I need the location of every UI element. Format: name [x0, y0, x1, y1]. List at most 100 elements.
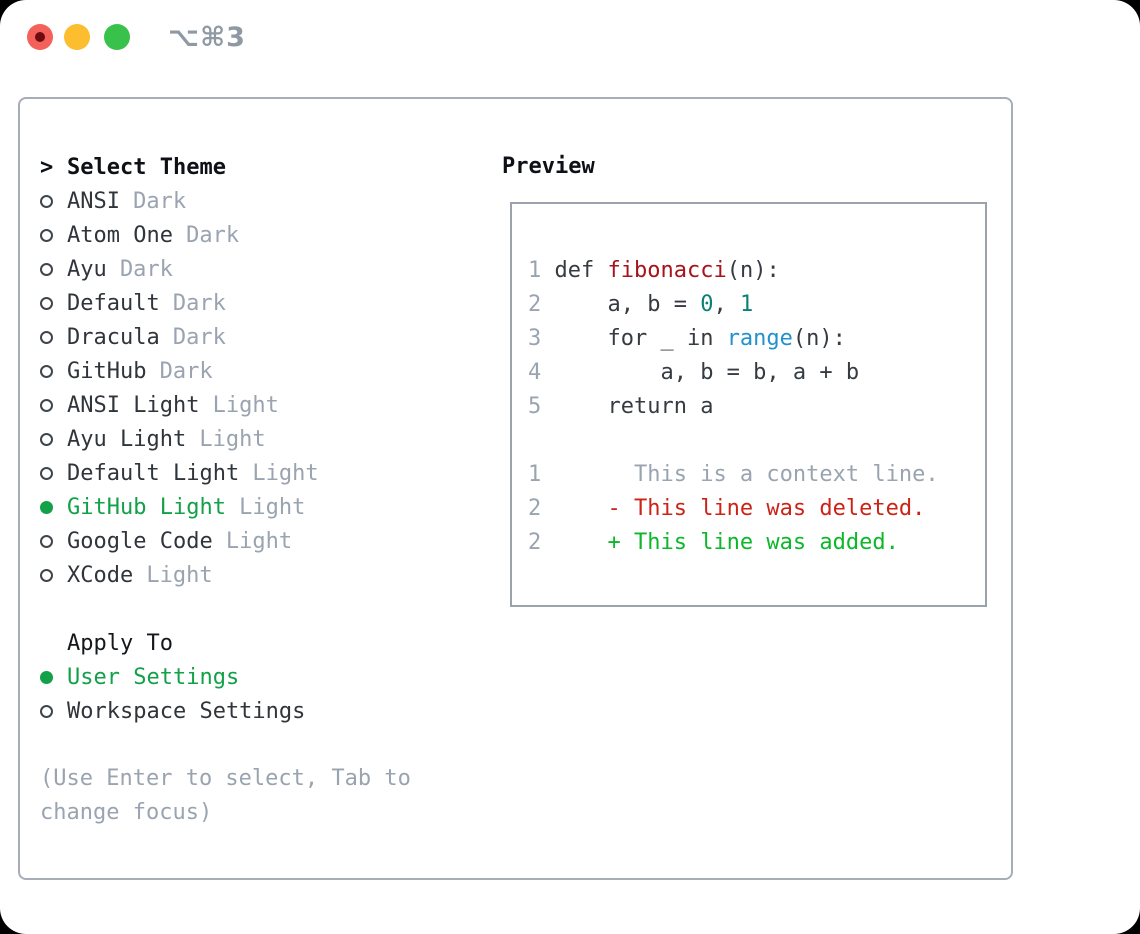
theme-variant: Light	[225, 528, 293, 554]
radio-marker	[40, 194, 67, 208]
apply-option[interactable]: User Settings	[40, 660, 500, 694]
radio-marker	[40, 568, 67, 582]
radio-circle-icon	[40, 262, 53, 276]
code-line: 1 This is a context line.	[528, 462, 939, 487]
preview-column: Preview 1 def fibonacci(n): 2 a, b = 0, 1…	[502, 150, 987, 607]
line-number: 2	[528, 496, 542, 521]
code-line: 2 - This line was deleted.	[528, 496, 926, 521]
theme-variant: Light	[212, 392, 279, 418]
theme-option[interactable]: Dracula Dark	[40, 320, 500, 354]
line-number: 3	[528, 326, 542, 351]
theme-option[interactable]: GitHub Dark	[40, 354, 500, 388]
theme-name: ANSI	[67, 188, 120, 214]
radio-circle-icon	[40, 398, 53, 412]
code-line: 2 + This line was added.	[528, 530, 899, 555]
code-line: 4 a, b = b, a + b	[528, 360, 860, 385]
radio-circle-icon	[40, 500, 53, 514]
zoom-button[interactable]	[104, 24, 130, 50]
radio-circle-icon	[40, 194, 53, 208]
radio-circle-icon	[40, 364, 53, 378]
radio-marker	[40, 262, 67, 276]
apply-option[interactable]: Workspace Settings	[40, 694, 500, 728]
line-number: 2	[528, 530, 542, 555]
theme-option[interactable]: XCode Light	[40, 558, 500, 592]
apply-option-label: User Settings	[67, 664, 240, 690]
preview-box: 1 def fibonacci(n): 2 a, b = 0, 1 3 for _ …	[510, 202, 987, 607]
theme-name: Ayu Light	[67, 426, 187, 452]
theme-variant: Dark	[159, 358, 213, 384]
preview-title: Preview	[502, 154, 595, 179]
code-line: 2 a, b = 0, 1	[528, 292, 754, 317]
radio-circle-icon	[40, 568, 53, 582]
theme-name: XCode	[67, 562, 134, 588]
theme-option[interactable]: Default Light Light	[40, 456, 500, 490]
select-theme-label: Select Theme	[67, 154, 226, 180]
theme-option[interactable]: Ayu Light Light	[40, 422, 500, 456]
apply-to-label: Apply To	[67, 630, 173, 656]
theme-name: GitHub Light	[67, 494, 226, 520]
radio-marker	[40, 330, 67, 344]
radio-marker	[40, 364, 67, 378]
theme-variant: Dark	[133, 188, 187, 214]
theme-option[interactable]: Atom One Dark	[40, 218, 500, 252]
radio-circle-icon	[40, 670, 53, 684]
apply-to-list: User Settings Workspace Settings	[40, 660, 500, 728]
theme-variant: Dark	[186, 222, 240, 248]
theme-variant: Dark	[119, 256, 173, 282]
radio-marker	[40, 228, 67, 242]
theme-variant: Dark	[172, 290, 226, 316]
radio-circle-icon	[40, 296, 53, 310]
line-number: 1	[528, 462, 542, 487]
radio-marker	[40, 398, 67, 412]
theme-name: Dracula	[67, 324, 160, 350]
line-number: 1	[528, 258, 542, 283]
theme-name: GitHub	[67, 358, 147, 384]
code-line: 5 return a	[528, 394, 714, 419]
radio-circle-icon	[40, 534, 53, 548]
theme-variant: Light	[252, 460, 319, 486]
titlebar: ⌥⌘3	[0, 0, 1140, 72]
theme-name: Default Light	[67, 460, 240, 486]
theme-name: ANSI Light	[67, 392, 200, 418]
code-line: 1 def fibonacci(n):	[528, 258, 780, 283]
theme-variant: Dark	[172, 324, 226, 350]
code-line: 3 for _ in range(n):	[528, 326, 846, 351]
radio-circle-icon	[40, 330, 53, 344]
line-number: 4	[528, 360, 542, 385]
theme-name: Atom One	[67, 222, 173, 248]
theme-name: Ayu	[67, 256, 107, 282]
theme-option[interactable]: ANSI Light Light	[40, 388, 500, 422]
line-number: 2	[528, 292, 542, 317]
close-button[interactable]	[27, 24, 53, 50]
select-theme-header: > Select Theme	[40, 150, 500, 184]
apply-option-label: Workspace Settings	[67, 698, 306, 724]
radio-circle-icon	[40, 466, 53, 480]
window-title: ⌥⌘3	[168, 22, 246, 53]
radio-marker	[40, 432, 67, 446]
minimize-button[interactable]	[64, 24, 90, 50]
theme-option[interactable]: Ayu Dark	[40, 252, 500, 286]
code-preview: 1 def fibonacci(n): 2 a, b = 0, 1 3 for _ …	[528, 254, 985, 560]
radio-marker	[40, 500, 67, 514]
line-number: 5	[528, 394, 542, 419]
theme-variant: Light	[146, 562, 213, 588]
theme-variant: Light	[239, 494, 306, 520]
code-line	[528, 424, 985, 458]
theme-variant: Light	[199, 426, 266, 452]
theme-option[interactable]: GitHub Light Light	[40, 490, 500, 524]
radio-circle-icon	[40, 228, 53, 242]
radio-marker	[40, 466, 67, 480]
radio-marker	[40, 704, 67, 718]
prompt-caret: >	[40, 154, 54, 180]
radio-marker	[40, 534, 67, 548]
radio-circle-icon	[40, 432, 53, 446]
radio-marker	[40, 670, 67, 684]
apply-to-header: Apply To	[40, 626, 500, 660]
theme-option[interactable]: ANSI Dark	[40, 184, 500, 218]
